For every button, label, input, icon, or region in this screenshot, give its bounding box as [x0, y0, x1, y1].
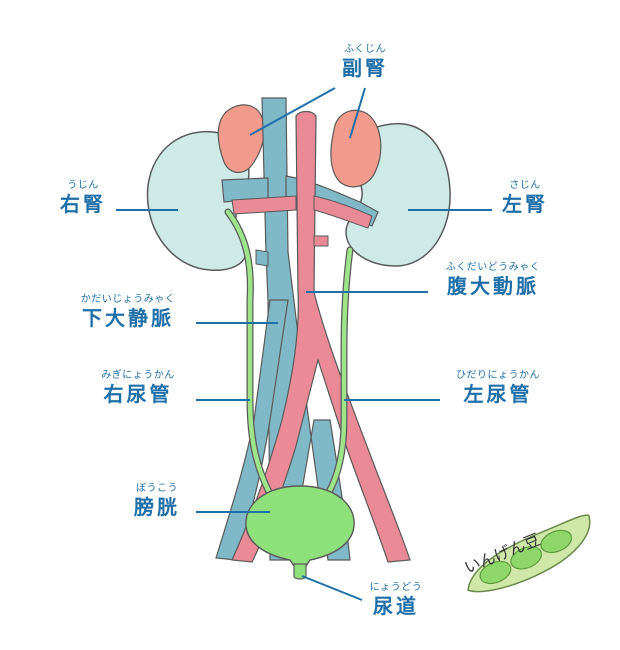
- leader-adrenal-right: [249, 87, 336, 136]
- label-left-kidney: さじん 左腎: [490, 180, 560, 216]
- label-right-kidney-text: 右腎: [60, 192, 106, 216]
- label-aorta-ruby: ふくだいどうみゃく: [445, 262, 541, 273]
- label-adrenal-ruby: ふくじん: [344, 44, 386, 55]
- right-kidney-shape: [146, 131, 250, 271]
- artery-stub: [313, 235, 329, 247]
- label-left-ureter-ruby: ひだりにょうかん: [456, 370, 540, 381]
- left-ureter-fill: [325, 247, 353, 497]
- label-left-ureter-text: 左尿管: [463, 382, 533, 406]
- bean-3: [540, 529, 573, 554]
- label-adrenal-text: 副腎: [342, 56, 388, 80]
- left-renal-artery: [313, 195, 373, 229]
- right-adrenal-shape: [217, 104, 266, 174]
- right-renal-artery: [231, 195, 297, 215]
- urethra-shape: [293, 563, 307, 580]
- label-urethra: にょうどう 尿道: [356, 582, 436, 618]
- label-right-ureter-ruby: みぎにょうかん: [101, 370, 175, 381]
- vein-stub: [255, 249, 269, 267]
- bean-1: [479, 560, 512, 585]
- label-bladder-ruby: ぼうこう: [136, 483, 178, 494]
- label-ivc-ruby: かだいじょうみゃく: [80, 294, 176, 305]
- label-right-kidney: うじん 右腎: [48, 180, 118, 216]
- label-left-ureter: ひだりにょうかん 左尿管: [436, 370, 560, 406]
- label-ivc-text: 下大静脈: [82, 306, 174, 330]
- label-bladder: ぼうこう 膀胱: [118, 483, 196, 519]
- label-aorta-text: 腹大動脈: [447, 274, 539, 298]
- kidney-bean-pod-icon: [467, 514, 591, 593]
- label-right-ureter: みぎにょうかん 右尿管: [80, 370, 196, 406]
- label-right-ureter-text: 右尿管: [103, 382, 173, 406]
- leader-lines: [116, 87, 492, 601]
- bean-2: [510, 546, 543, 570]
- label-urethra-ruby: にょうどう: [369, 582, 423, 593]
- label-aorta: ふくだいどうみゃく 腹大動脈: [428, 262, 558, 298]
- aorta-shape: [231, 110, 411, 563]
- label-bladder-text: 膀胱: [134, 495, 180, 519]
- label-adrenal: ふくじん 副腎: [324, 44, 406, 80]
- label-urethra-text: 尿道: [373, 594, 419, 618]
- leader-urethra: [301, 575, 363, 601]
- label-left-kidney-ruby: さじん: [509, 180, 541, 191]
- leader-adrenal-left: [349, 87, 366, 139]
- label-ivc: かだいじょうみゃく 下大静脈: [60, 294, 196, 330]
- label-left-kidney-text: 左腎: [502, 192, 548, 216]
- label-right-kidney-ruby: うじん: [67, 180, 99, 191]
- left-adrenal-shape: [330, 109, 382, 188]
- right-ureter-fill: [225, 209, 273, 497]
